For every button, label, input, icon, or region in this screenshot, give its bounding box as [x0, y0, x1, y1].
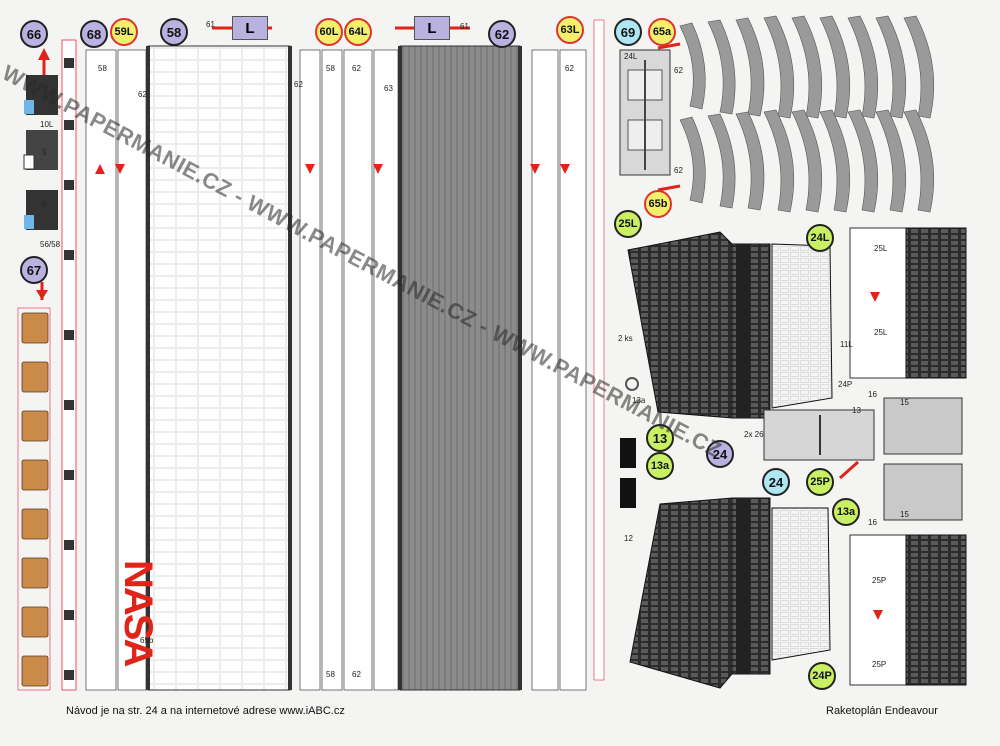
label-5-b: 5	[42, 200, 47, 209]
badge-65a: 65a	[648, 18, 676, 46]
label-12: 12	[624, 534, 633, 543]
label-25P-a: 25P	[872, 576, 887, 585]
badge-66: 66	[20, 20, 48, 48]
label-15-a: 15	[900, 398, 909, 407]
label-62-h: 65b	[140, 636, 154, 645]
label-62-f: 62	[674, 66, 683, 75]
label-5-a: 5	[42, 148, 47, 157]
label-13-small: 13	[852, 406, 861, 415]
badge-67: 67	[20, 256, 48, 284]
label-2x26: 2x 26	[744, 430, 764, 439]
label-25P-b: 25P	[872, 660, 887, 669]
footer-instructions: Návod je na str. 24 a na internetové adr…	[66, 705, 345, 717]
marker-L-2: L	[414, 16, 450, 40]
badge-60L: 60L	[315, 18, 343, 46]
badge-13a-b: 13a	[832, 498, 860, 526]
label-24L-small: 24L	[624, 52, 638, 61]
label-16-b: 16	[868, 518, 877, 527]
badge-58: 58	[160, 18, 188, 46]
label-25L-b: 25L	[874, 328, 888, 337]
nasa-logo: NASA	[116, 560, 160, 666]
label-15-b: 15	[900, 510, 909, 519]
badge-65b: 65b	[644, 190, 672, 218]
label-62-c: 62	[352, 64, 361, 73]
badge-13a-a: 13a	[646, 452, 674, 480]
label-58-b: 58	[326, 64, 335, 73]
badge-68: 68	[80, 20, 108, 48]
label-62-e: 62	[565, 64, 574, 73]
badge-63L: 63L	[556, 16, 584, 44]
badge-24-b: 24	[762, 468, 790, 496]
badge-64L: 64L	[344, 18, 372, 46]
label-13a-small: 13a	[632, 396, 646, 405]
label-62-b: 62	[294, 80, 303, 89]
badge-13: 13	[646, 424, 674, 452]
label-10L: 10L	[40, 120, 54, 129]
label-61-b: 61	[460, 22, 469, 31]
label-62-g: 62	[674, 166, 683, 175]
badge-59L: 59L	[110, 18, 138, 46]
badge-25P: 25P	[806, 468, 834, 496]
label-2ks: 2 ks	[618, 334, 633, 343]
badge-24-a: 24	[706, 440, 734, 468]
badge-69: 69	[614, 18, 642, 46]
label-25L-a: 25L	[874, 244, 888, 253]
label-63: 63	[384, 84, 393, 93]
label-16-a: 16	[868, 390, 877, 399]
label-62-d: 62	[352, 670, 361, 679]
badge-62: 62	[488, 20, 516, 48]
label-11L: 11L	[840, 340, 853, 349]
label-24P-small: 24P	[838, 380, 853, 389]
label-61-a: 61	[206, 20, 215, 29]
label-58-c: 58	[326, 670, 335, 679]
marker-L-1: L	[232, 16, 268, 40]
label-56-58: 56/58	[40, 240, 61, 249]
badge-25L: 25L	[614, 210, 642, 238]
badge-24L: 24L	[806, 224, 834, 252]
label-62-a: 62	[138, 90, 147, 99]
badge-24P: 24P	[808, 662, 836, 690]
label-58-a: 58	[98, 64, 107, 73]
footer-title: Raketoplán Endeavour	[826, 705, 938, 717]
